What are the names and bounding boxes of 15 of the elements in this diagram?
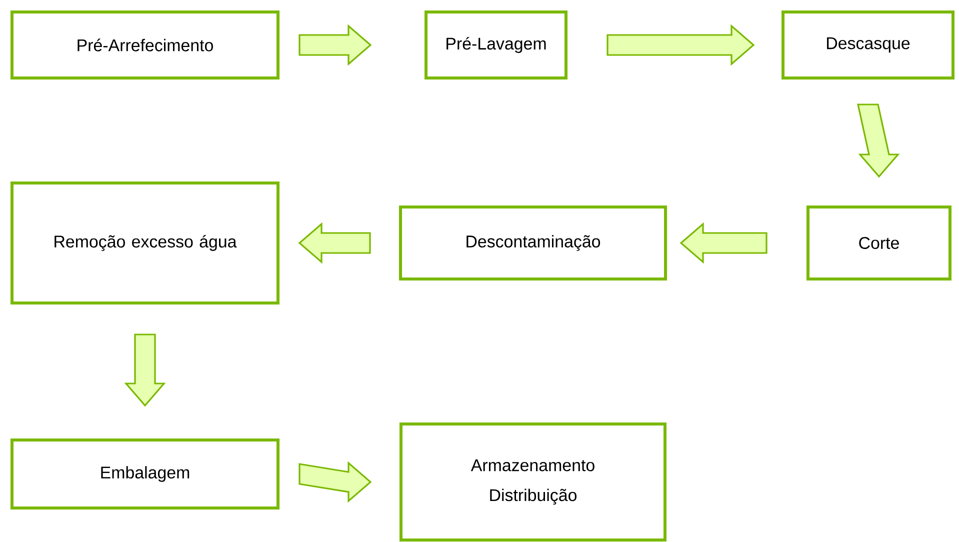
process-box: Embalagem — [10, 438, 280, 510]
block-arrow — [606, 24, 755, 66]
process-box: Pré-Arrefecimento — [10, 10, 280, 80]
process-box: Corte — [806, 206, 952, 280]
block-arrow — [124, 334, 166, 407]
block-arrow — [298, 222, 371, 264]
block-arrow — [857, 104, 900, 178]
process-box: Armazenamento Distribuição — [400, 422, 666, 542]
process-box: Descontaminação — [399, 206, 667, 280]
block-arrow — [680, 222, 768, 264]
process-box: Pré-Lavagem — [424, 10, 568, 80]
process-box: Descasque — [782, 10, 954, 80]
process-box: Remoção excesso água — [10, 182, 280, 304]
block-arrow — [298, 461, 372, 503]
block-arrow — [298, 24, 372, 66]
